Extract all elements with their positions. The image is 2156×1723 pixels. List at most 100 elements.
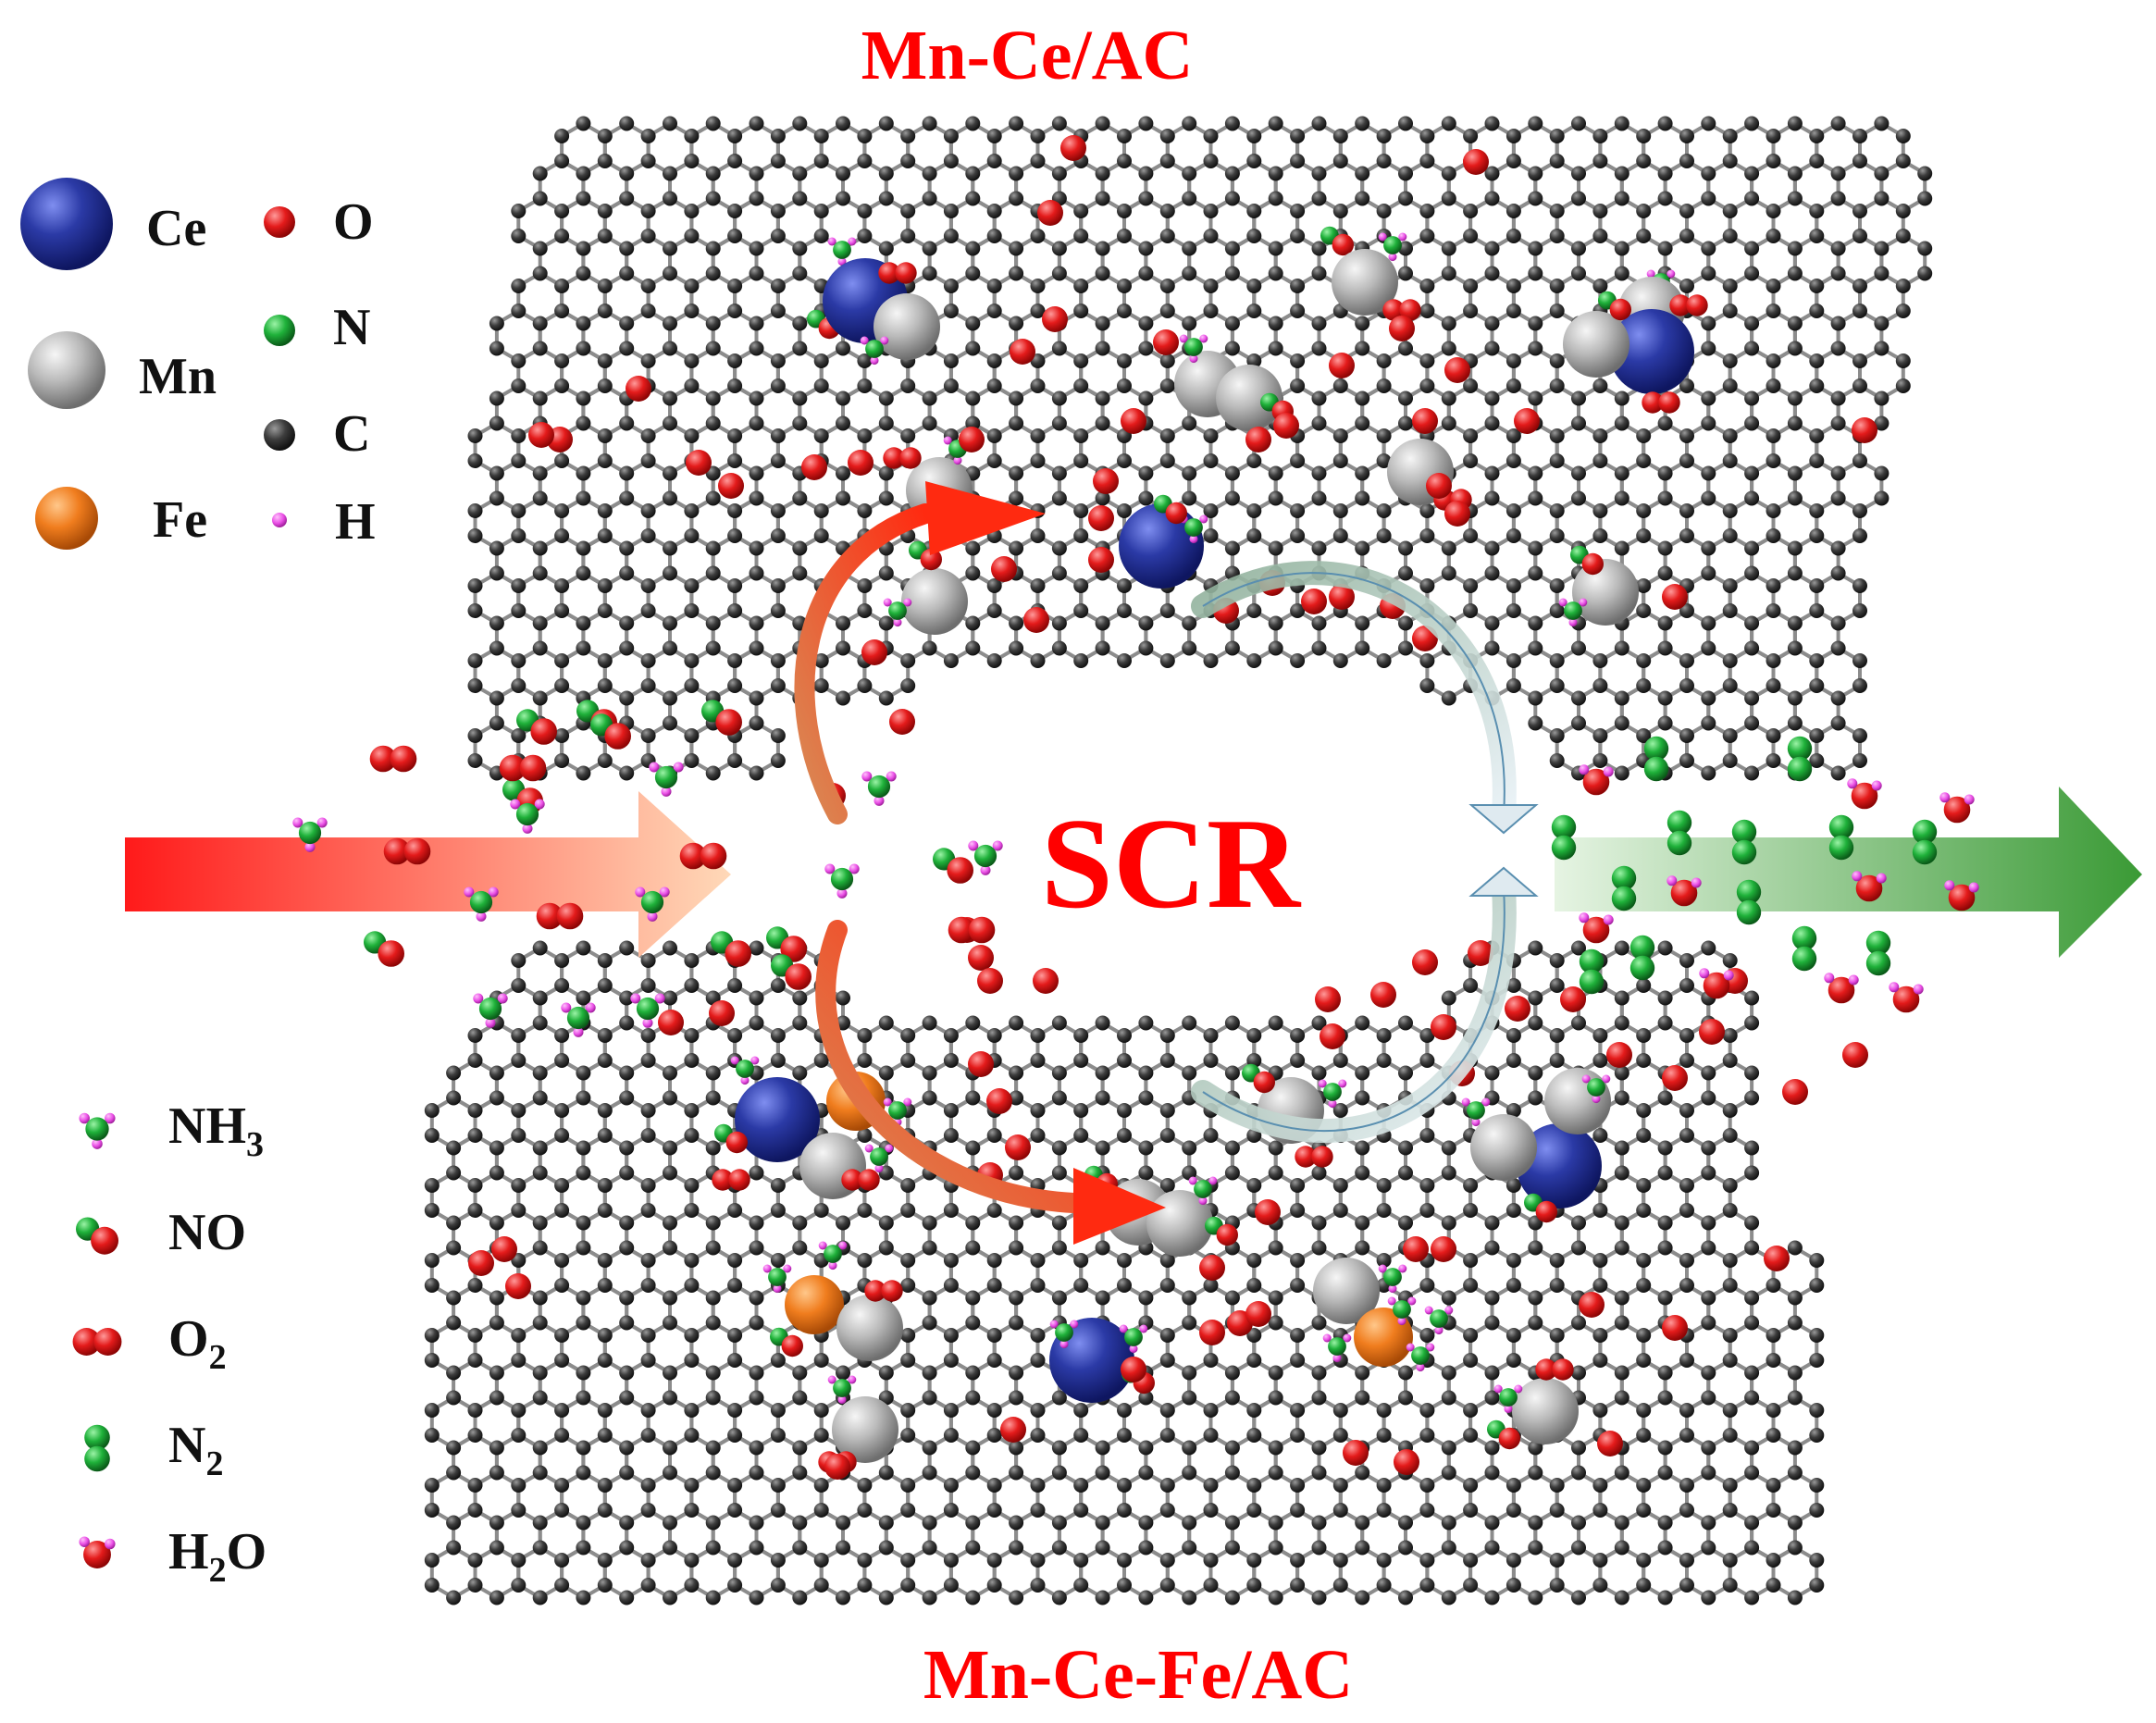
carbon-atom (1269, 491, 1283, 506)
carbon-atom (1766, 1353, 1781, 1368)
carbon-atom (1225, 1141, 1240, 1156)
carbon-atom (1355, 491, 1369, 506)
carbon-atom (1592, 1028, 1607, 1043)
carbon-atom (792, 1241, 807, 1256)
carbon-atom (727, 1203, 742, 1218)
carbon-atom (1246, 1553, 1261, 1568)
carbon-atom (1442, 541, 1456, 556)
carbon-atom (1204, 129, 1219, 143)
carbon-atom (944, 1053, 959, 1068)
carbon-atom (1333, 503, 1348, 518)
carbon-atom (1398, 616, 1413, 631)
carbon-atom (1398, 1516, 1413, 1531)
carbon-atom (1009, 1316, 1023, 1331)
carbon-atom (1550, 1503, 1565, 1518)
carbon-atom (1701, 117, 1716, 131)
carbon-atom (900, 1053, 915, 1068)
carbon-atom (879, 167, 894, 181)
carbon-atom (1592, 1578, 1607, 1593)
carbon-atom (965, 1591, 980, 1605)
carbon-atom (1225, 1516, 1240, 1531)
fe-atom (785, 1275, 844, 1334)
carbon-atom (1182, 1391, 1196, 1406)
mn-atom (1470, 1114, 1537, 1181)
carbon-atom (879, 1591, 894, 1605)
carbon-atom (468, 1178, 483, 1193)
carbon-atom (900, 1253, 915, 1268)
carbon-atom (684, 1328, 699, 1343)
carbon-atom (1679, 503, 1694, 518)
carbon-atom (1592, 1403, 1607, 1418)
carbon-atom (900, 154, 915, 168)
carbon-atom (1658, 1141, 1673, 1156)
carbon-atom (1679, 1128, 1694, 1143)
carbon-atom (1485, 641, 1500, 656)
carbon-atom (750, 466, 764, 481)
carbon-atom (965, 316, 980, 331)
mn-atom (1572, 559, 1639, 626)
carbon-atom (1874, 267, 1889, 281)
carbon-atom (750, 267, 764, 281)
carbon-atom (1225, 1541, 1240, 1556)
carbon-atom (1852, 678, 1867, 693)
carbon-atom (1744, 1291, 1759, 1306)
carbon-atom (1636, 1178, 1651, 1193)
carbon-atom (511, 1028, 526, 1043)
carbon-atom (987, 154, 1002, 168)
carbon-atom (1506, 229, 1521, 243)
carbon-atom (1246, 1353, 1261, 1368)
h2o-legend-icon (79, 1536, 115, 1568)
carbon-atom (1831, 641, 1846, 656)
n2-molecule (1667, 811, 1691, 855)
carbon-atom (1723, 1128, 1738, 1143)
carbon-atom (965, 1366, 980, 1381)
carbon-atom (857, 1578, 872, 1593)
carbon-atom (619, 766, 634, 781)
carbon-atom (663, 117, 677, 131)
carbon-atom (1333, 1478, 1348, 1493)
carbon-atom (1096, 416, 1110, 431)
carbon-atom (1290, 503, 1305, 518)
carbon-atom (1138, 1466, 1153, 1481)
carbon-atom (1701, 1141, 1716, 1156)
carbon-atom (944, 1103, 959, 1118)
carbon-atom (1636, 1503, 1651, 1518)
carbon-atom (879, 416, 894, 431)
carbon-atom (1073, 279, 1088, 293)
carbon-atom (663, 1441, 677, 1456)
carbon-atom (1723, 204, 1738, 218)
carbon-atom (1138, 1016, 1153, 1031)
carbon-atom (598, 1028, 613, 1043)
carbon-atom (641, 728, 656, 743)
carbon-atom (1788, 1541, 1803, 1556)
carbon-atom (1096, 267, 1110, 281)
carbon-atom (663, 716, 677, 731)
carbon-atom (727, 229, 742, 243)
molecule-legend-o2: O2 (73, 1310, 227, 1377)
carbon-atom (1701, 1291, 1716, 1306)
molecule-legend-nh3: NH3 (79, 1097, 264, 1164)
carbon-atom (1506, 1353, 1521, 1368)
carbon-atom (1052, 117, 1067, 131)
carbon-atom (1506, 204, 1521, 218)
carbon-atom (1615, 1016, 1629, 1031)
carbon-atom (706, 1591, 721, 1605)
carbon-atom (857, 1553, 872, 1568)
carbon-atom (1398, 117, 1413, 131)
carbon-atom (446, 1316, 461, 1331)
carbon-atom (598, 353, 613, 368)
carbon-atom (619, 1316, 634, 1331)
carbon-atom (1679, 728, 1694, 743)
carbon-atom (1723, 453, 1738, 468)
carbon-atom (836, 1541, 850, 1556)
carbon-atom (1528, 991, 1543, 1006)
carbon-atom (1679, 753, 1694, 768)
carbon-atom (1723, 1578, 1738, 1593)
carbon-atom (1355, 541, 1369, 556)
carbon-atom (1744, 192, 1759, 206)
carbon-atom (619, 1441, 634, 1456)
carbon-atom (1182, 267, 1196, 281)
carbon-atom (533, 192, 548, 206)
carbon-atom (1182, 316, 1196, 331)
carbon-atom (1442, 1291, 1456, 1306)
